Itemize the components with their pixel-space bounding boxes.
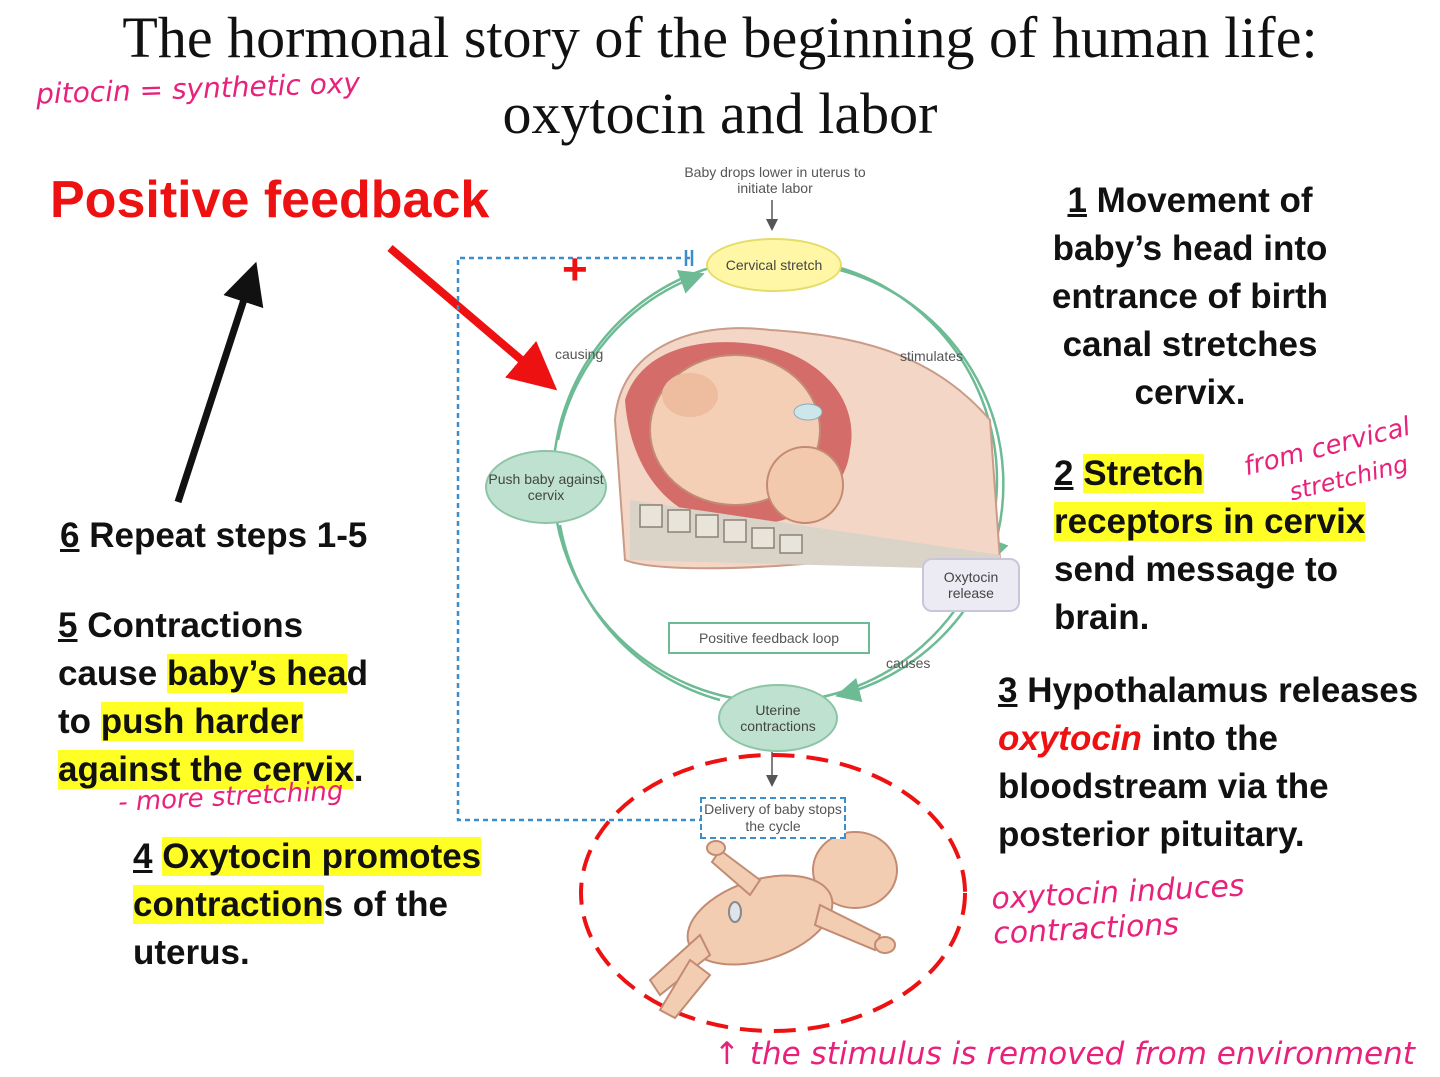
red-arrow [387, 244, 558, 391]
step-3-c: into the bloodstream via the posterior p… [998, 719, 1329, 854]
step-5-number: 5 [58, 606, 78, 645]
step-5-a: Contractions [87, 606, 304, 645]
stimulates-label: stimulates [900, 348, 964, 364]
step-1-number: 1 [1067, 181, 1087, 220]
red-dashed-circle [579, 753, 967, 1033]
plus-sign: + [562, 245, 588, 294]
oxytocin-release-node: Oxytocin release [922, 558, 1020, 612]
step-2-rest: send message to brain. [1054, 550, 1338, 637]
step-1: 1 Movement of baby’s head into entrance … [1020, 177, 1360, 417]
step-5-c: baby’s hea [166, 654, 347, 693]
step-2-stretch: Stretch [1083, 454, 1204, 493]
positive-feedback-heading: Positive feedback [50, 171, 490, 229]
step-3-number: 3 [998, 671, 1018, 710]
step-4-b: contraction [133, 885, 324, 924]
top-label: Baby drops lower in uterus to initiate l… [684, 164, 866, 196]
step-2-number: 2 [1054, 454, 1074, 493]
step-6-text: Repeat steps 1-5 [89, 516, 368, 555]
loop-label: Positive feedback loop [668, 622, 870, 654]
causing-arrow [556, 270, 705, 441]
step-5: 5 Contractions cause baby’s head to push h… [58, 602, 458, 794]
step-5-f: push harder [100, 702, 304, 741]
stimulates-arrow [831, 266, 1009, 565]
step-3-oxytocin: oxytocin [998, 719, 1142, 758]
step-5-b: cause [58, 654, 167, 693]
uterus-illustration [613, 327, 1002, 570]
step-4-c: s of the [323, 885, 449, 924]
title-line-1: The hormonal story of the beginning of h… [122, 5, 1318, 70]
step-5-h: . [353, 750, 364, 789]
causing-label: causing [555, 346, 604, 362]
black-arrow [174, 261, 264, 504]
delivery-label: Delivery of baby stops the cycle [700, 797, 846, 839]
cervical-stretch-node: Cervical stretch [706, 238, 842, 292]
lower-left-arc [558, 524, 721, 702]
step-4-number: 4 [133, 837, 153, 876]
step-6: 6 Repeat steps 1-5 [60, 512, 367, 560]
step-1-text: Movement of baby’s head into entrance of… [1051, 181, 1329, 412]
cycle-stop-line [456, 256, 700, 822]
step-6-number: 6 [60, 516, 80, 555]
step-4: 4 Oxytocin promotes contractions of the ut… [133, 833, 553, 977]
step-5-d: d [346, 654, 368, 693]
step-2: 2 Stretch receptors in cervix send message… [1054, 450, 1424, 642]
step-3: 3 Hypothalamus releases oxytocin into th… [998, 667, 1428, 859]
title-line-2: oxytocin and labor [502, 81, 938, 146]
causes-arrow [835, 604, 970, 703]
newborn-illustration [648, 831, 898, 1020]
step-3-a: Hypothalamus releases [1027, 671, 1419, 710]
step-5-e: to [58, 702, 101, 741]
step-4-d: uterus. [133, 933, 250, 972]
step-4-a: Oxytocin promotes [162, 837, 482, 876]
push-baby-node: Push baby against cervix [485, 450, 607, 524]
stimulus-removed-annotation: ↑ the stimulus is removed from environme… [714, 1036, 1415, 1072]
causes-label: causes [886, 655, 931, 671]
uterine-contractions-node: Uterine contractions [718, 684, 838, 752]
step-2-receptors: receptors in cervix [1054, 502, 1366, 541]
step-5-g: against the cervix [58, 750, 354, 789]
